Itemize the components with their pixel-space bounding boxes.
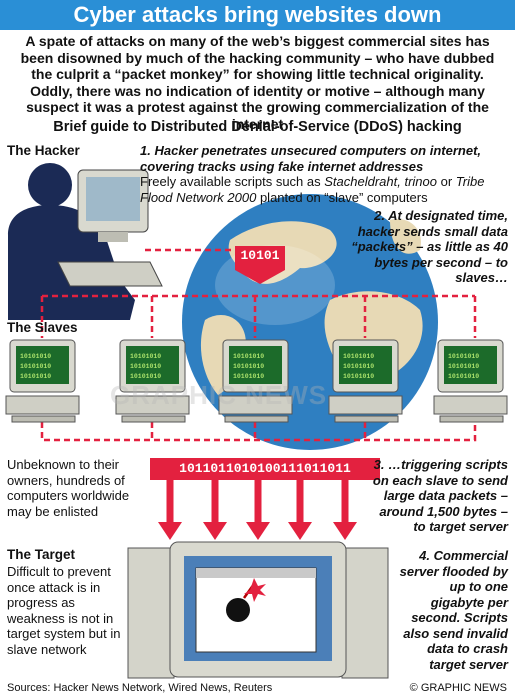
target-server bbox=[127, 541, 389, 679]
step-1-number: 1. bbox=[140, 143, 151, 158]
step-1-text-b: or bbox=[436, 174, 456, 189]
section-slaves: The Slaves bbox=[7, 320, 78, 335]
hacker-computer bbox=[57, 169, 163, 287]
section-target: The Target bbox=[7, 547, 76, 562]
slave-code-line: 10101010 bbox=[343, 363, 374, 370]
step-3: 3. …triggering scripts on each slave to … bbox=[372, 457, 508, 534]
slave-computer bbox=[5, 339, 80, 423]
credit: © GRAPHIC NEWS bbox=[409, 682, 507, 694]
target-note: Difficult to prevent once attack is in p… bbox=[7, 564, 121, 657]
step-1: 1. Hacker penetrates unsecured computers… bbox=[140, 143, 510, 205]
slaves-note: Unbeknown to their owners, hundreds of c… bbox=[7, 457, 130, 519]
slave-code-line: 10101010 bbox=[448, 373, 479, 380]
slave-code-line: 10101010 bbox=[448, 353, 479, 360]
slave-code-line: 10101010 bbox=[448, 363, 479, 370]
small-packet-label: 10101 bbox=[236, 246, 284, 266]
step-2: 2. At designated time, hacker sends smal… bbox=[351, 208, 508, 285]
intro-text: A spate of attacks on many of the web’s … bbox=[20, 33, 495, 132]
slave-code-line: 10101010 bbox=[343, 353, 374, 360]
step-4: 4. Commercial server flooded by up to on… bbox=[399, 548, 508, 672]
command-lines bbox=[40, 248, 477, 442]
flood-arrows bbox=[158, 480, 357, 540]
slave-computer bbox=[218, 339, 293, 423]
slave-code-line: 10101010 bbox=[343, 373, 374, 380]
slave-computers bbox=[5, 339, 508, 423]
title-bar bbox=[0, 0, 515, 30]
large-packet-label: 1011011010100111011011 bbox=[150, 458, 380, 480]
slave-code-line: 10101010 bbox=[130, 373, 161, 380]
slave-computer bbox=[433, 339, 508, 423]
slave-code-line: 10101010 bbox=[130, 363, 161, 370]
slave-code-line: 10101010 bbox=[233, 363, 264, 370]
guide-title: Brief guide to Distributed Denial-of-Ser… bbox=[53, 119, 462, 135]
slave-code-line: 10101010 bbox=[20, 363, 51, 370]
sources: Sources: Hacker News Network, Wired News… bbox=[7, 682, 273, 694]
step-1-text-c: planted on “slave” computers bbox=[256, 189, 428, 205]
page-title: Cyber attacks bring websites down bbox=[73, 2, 442, 27]
slave-code-line: 10101010 bbox=[233, 353, 264, 360]
watermark: GRAPHIC NEWS bbox=[110, 380, 328, 410]
step-1-heading: Hacker penetrates unsecured computers on… bbox=[140, 143, 482, 174]
section-hacker: The Hacker bbox=[7, 143, 80, 158]
slave-code-line: 10101010 bbox=[20, 353, 51, 360]
step-1-text-a: Freely available scripts such as bbox=[140, 174, 325, 189]
step-1-scripts-b: Tribe Flood Network 2000 bbox=[140, 174, 485, 205]
slave-code-line: 10101010 bbox=[233, 373, 264, 380]
slave-code-line: 10101010 bbox=[20, 373, 51, 380]
slave-code-line: 10101010 bbox=[130, 353, 161, 360]
slave-computer bbox=[115, 339, 190, 423]
slave-computer bbox=[328, 339, 403, 423]
step-1-scripts-a: Stacheldraht, trinoo bbox=[324, 174, 437, 189]
slave-screen-code: 10101010 10101010 10101010 10101010 1010… bbox=[20, 353, 479, 380]
